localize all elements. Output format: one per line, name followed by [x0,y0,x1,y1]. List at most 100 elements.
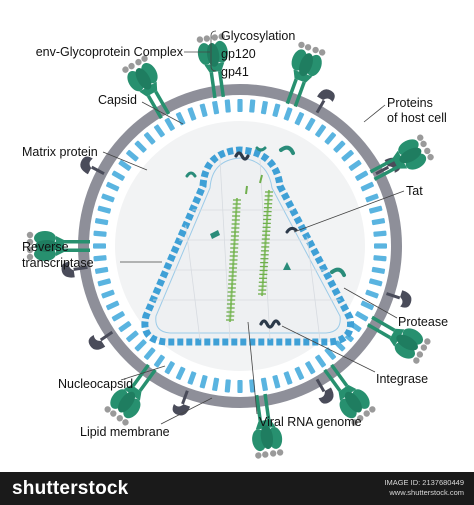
integrase-mark [234,151,250,161]
matrix-protein-unit [212,100,220,115]
glycan-dot [255,452,262,459]
glycan-dot [356,415,364,422]
rna-segment [245,185,248,195]
env-spike [26,231,90,261]
host-cell-protein [315,89,335,114]
glycan-dot [211,34,218,41]
matrix-protein-unit [143,347,156,360]
matrix-protein-unit [199,374,208,389]
matrix-protein-unit [118,321,132,333]
glycan-dot [424,338,431,345]
gp41-stalk [64,248,90,252]
glycan-dot [424,147,431,155]
image-id: IMAGE ID: 2137680449 [384,478,464,487]
glycan-dot [318,49,326,56]
gp41-stalk [371,315,396,332]
env-spike [285,41,326,108]
env-spike [252,393,284,459]
matrix-protein-unit [175,366,186,380]
glycan-dot [196,36,204,43]
glycan-dot [351,419,358,426]
matrix-protein-unit [360,181,374,192]
matrix-protein-unit [93,243,106,249]
matrix-protein-unit [371,266,386,274]
matrix-protein-unit [368,278,383,287]
matrix-protein-unit [371,218,386,226]
glycan-dot [116,415,124,422]
label-reverse-transcriptase-2: transcriptase [22,256,94,270]
matrix-protein-unit [355,311,369,322]
matrix-protein-unit [294,112,305,126]
gp41-stalk [146,94,163,120]
matrix-protein-unit [93,255,107,262]
matrix-protein-unit [249,99,256,113]
matrix-protein-unit [187,107,197,121]
gp41-stalk [330,363,349,387]
integrase-mark [259,319,281,329]
label-integrase: Integrase [376,372,428,386]
glycan-dot [203,35,211,42]
glycan-dot [128,62,135,70]
rna-segment [259,174,263,184]
matrix-protein-unit [93,230,107,237]
diagram-labels: env-Glycoprotein Complex Glycosylation g… [22,29,448,439]
label-matrix-protein: Matrix protein [22,145,98,159]
label-lipid-membrane: Lipid membrane [80,425,170,439]
glycan-dot [369,406,376,413]
label-glycosylation: Glycosylation [221,29,295,43]
label-proteins-of-host-cell-2: of host cell [387,111,447,125]
matrix-protein-unit [365,289,379,299]
enzyme-mark [283,262,291,270]
matrix-protein-unit [153,124,165,138]
glycan-dot [363,410,370,417]
gp41-stalk [209,72,217,99]
matrix-protein-unit [164,117,175,131]
matrix-protein-unit [305,361,316,375]
label-protease: Protease [398,315,448,329]
matrix-protein-unit [97,205,112,214]
matrix-protein-unit [260,100,268,115]
glycan-dot [135,58,142,66]
matrix-protein-unit [237,380,243,393]
matrix-protein-unit [111,170,125,181]
matrix-protein-unit [315,354,327,368]
matrix-protein-unit [94,266,109,274]
env-spike [369,134,434,181]
matrix-protein-unit [187,371,197,385]
matrix-protein-unit [283,371,293,385]
matrix-protein-unit [355,170,369,181]
enzyme-mark [185,171,197,178]
protease-mark [279,145,295,155]
matrix-protein-unit [94,218,109,226]
capsid-inner-line [155,157,341,334]
glycan-dot [104,406,111,413]
glycan-dot [122,66,129,73]
label-nucleocapsid: Nucleocapsid [58,377,133,391]
glycan-dot [26,253,34,261]
glycan-dot [420,140,427,148]
host-cell-protein [385,290,412,308]
glycan-dot [276,449,284,456]
matrix-protein-unit [348,159,362,171]
matrix-protein-unit [101,289,115,299]
matrix-protein-unit [134,140,147,153]
matrix-protein-unit [341,149,354,162]
enzyme-mark [210,230,220,239]
matrix-protein-unit [283,107,293,121]
label-viral-rna-genome: Viral RNA genome [259,415,362,429]
matrix-protein-unit [97,278,112,287]
host-cell-protein [80,156,105,176]
glycan-dot [26,231,34,239]
site-url: www.shutterstock.com [389,488,464,497]
matrix-protein-unit [324,347,337,360]
matrix-protein-unit [315,124,327,138]
matrix-protein-unit [260,377,268,392]
leader-lines [102,30,405,425]
glycan-dot [269,450,277,457]
enzyme-mark [255,146,267,152]
glycan-dot [141,55,148,62]
viral-rna-genome [226,174,273,323]
matrix-protein-unit [143,132,156,145]
label-reverse-transcriptase-1: Reverse [22,240,69,254]
